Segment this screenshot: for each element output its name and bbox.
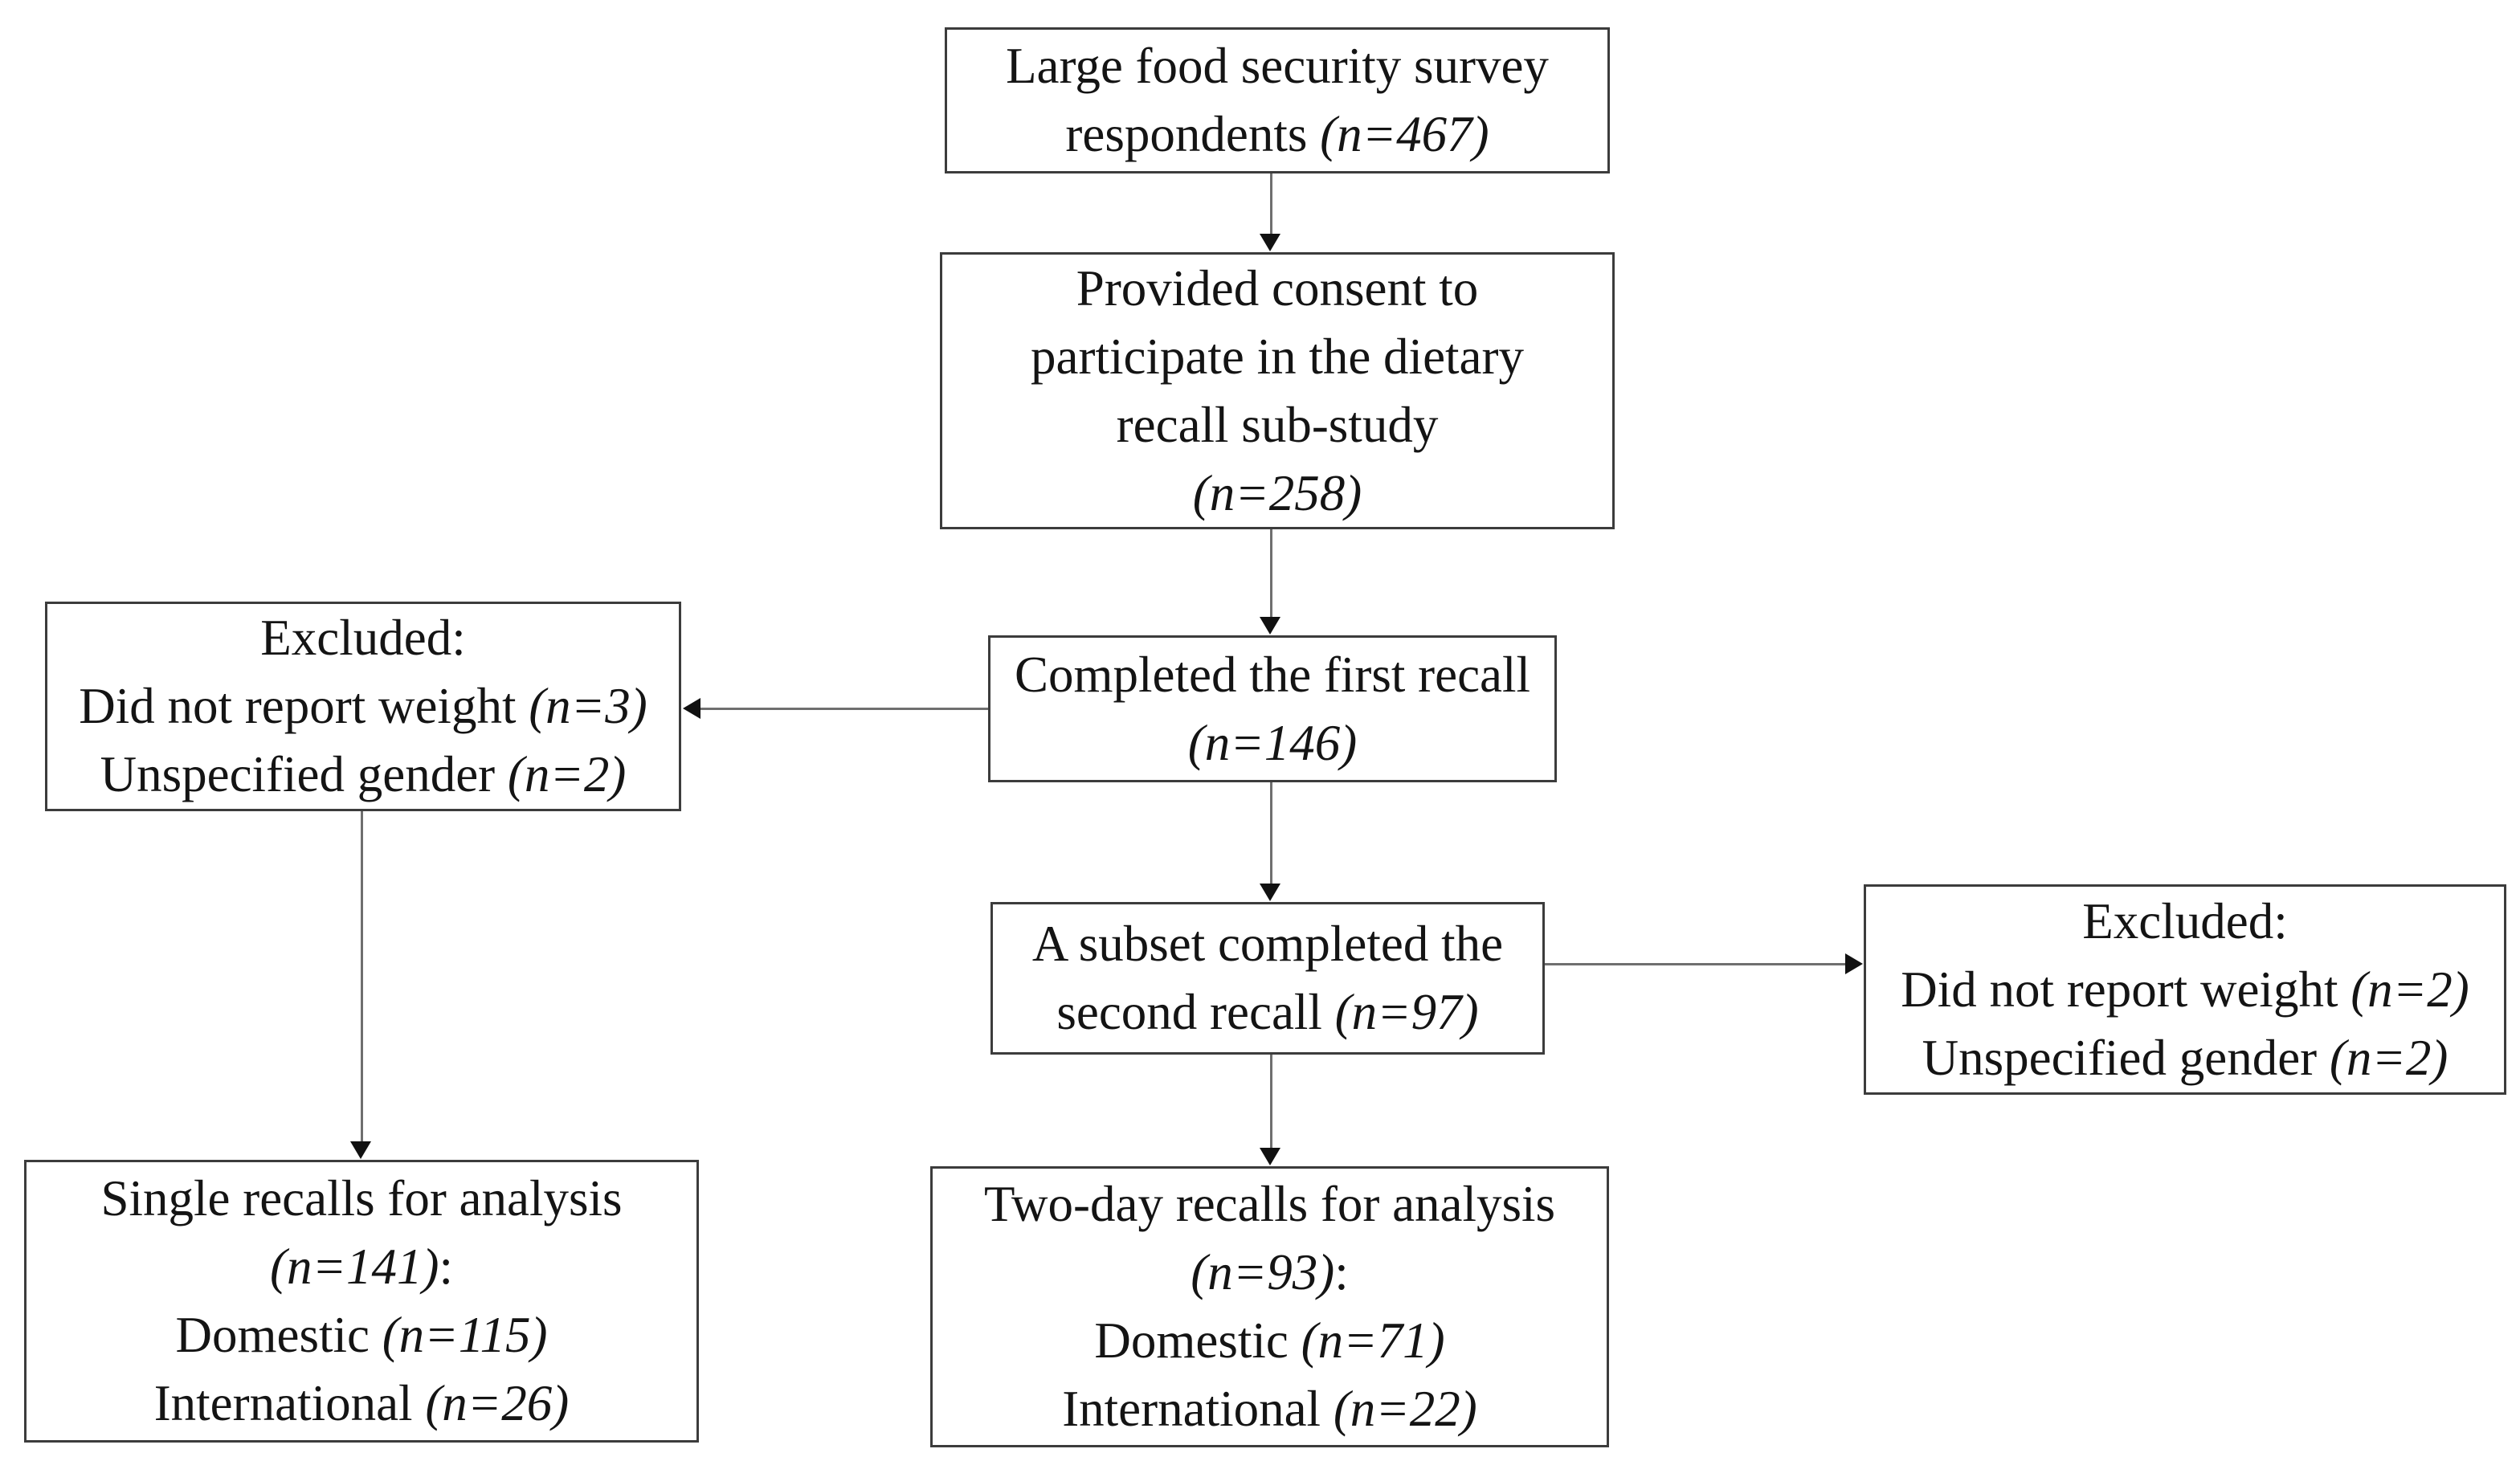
- label-text: A subset completed the: [1031, 916, 1504, 972]
- connector-first-recall-to-excluded: [699, 708, 988, 710]
- arrowhead-down: [1260, 884, 1280, 901]
- label-text: International: [1062, 1381, 1334, 1437]
- label-text: second recall: [1056, 984, 1335, 1040]
- count-value: (n=141): [270, 1239, 439, 1295]
- count-value: (n=97): [1334, 984, 1479, 1040]
- node-survey-respondents: Large food security survey respondents (n…: [945, 27, 1610, 173]
- text-line: Excluded:: [2082, 888, 2287, 956]
- text-line: second recall (n=97): [1056, 978, 1478, 1047]
- node-excluded-first-recall: Excluded:Did not report weight (n=3)Unsp…: [45, 602, 681, 811]
- label-text: Provided consent to: [1076, 259, 1479, 316]
- connector-survey-to-consent: [1270, 173, 1272, 236]
- label-text: International: [153, 1375, 426, 1431]
- node-two-day-recalls-analysis: Two-day recalls for analysis(n=93):Domes…: [930, 1166, 1609, 1447]
- arrowhead-down: [1260, 617, 1280, 635]
- label-text: Completed the first recall: [1014, 646, 1531, 703]
- text-line: (n=141):: [270, 1233, 453, 1301]
- text-line: International (n=22): [1062, 1375, 1477, 1443]
- text-line: (n=93):: [1191, 1239, 1349, 1307]
- count-value: (n=3): [529, 678, 647, 734]
- count-value: (n=71): [1301, 1312, 1445, 1369]
- label-text: :: [1334, 1244, 1349, 1300]
- label-text: Unspecified gender: [1922, 1029, 2330, 1086]
- connector-consent-to-first-recall: [1270, 529, 1272, 618]
- label-text: Excluded:: [260, 610, 466, 666]
- count-value: (n=2): [507, 746, 627, 802]
- text-line: respondents (n=467): [1065, 100, 1489, 169]
- connector-first-recall-to-second-recall: [1270, 782, 1272, 884]
- arrowhead-down: [1260, 1148, 1280, 1165]
- count-value: (n=22): [1333, 1381, 1477, 1437]
- node-first-recall: Completed the first recall (n=146): [988, 635, 1557, 782]
- text-line: participate in the dietary: [1031, 323, 1524, 391]
- count-value: (n=26): [425, 1375, 570, 1431]
- connector-second-recall-to-excluded: [1545, 963, 1846, 965]
- arrowhead-down: [350, 1141, 371, 1159]
- arrowhead-left: [683, 698, 700, 719]
- label-text: respondents: [1065, 106, 1321, 162]
- node-excluded-second-recall: Excluded:Did not report weight (n=2)Unsp…: [1864, 884, 2506, 1095]
- label-text: Domestic: [175, 1307, 382, 1363]
- label-text: Domestic: [1094, 1312, 1301, 1369]
- text-line: (n=146): [1188, 709, 1357, 777]
- label-text: Single recalls for analysis: [100, 1170, 623, 1226]
- label-text: :: [439, 1239, 453, 1295]
- count-value: (n=115): [382, 1307, 548, 1363]
- text-line: Unspecified gender (n=2): [1922, 1024, 2449, 1092]
- text-line: Two-day recalls for analysis: [984, 1170, 1555, 1239]
- text-line: Did not report weight (n=3): [79, 672, 647, 741]
- text-line: Excluded:: [260, 604, 465, 672]
- text-line: (n=258): [1193, 459, 1362, 528]
- text-line: International (n=26): [154, 1369, 570, 1438]
- text-line: Single recalls for analysis: [100, 1165, 622, 1233]
- label-text: participate in the dietary: [1031, 328, 1524, 385]
- text-line: Domestic (n=71): [1094, 1307, 1444, 1375]
- label-text: Unspecified gender: [100, 746, 508, 802]
- text-line: Provided consent to: [1076, 255, 1478, 323]
- text-line: Domestic (n=115): [176, 1301, 548, 1369]
- node-consent: Provided consent to participate in the di…: [940, 252, 1615, 529]
- count-value: (n=146): [1187, 714, 1358, 771]
- text-line: Did not report weight (n=2): [1901, 956, 2469, 1024]
- count-value: (n=93): [1191, 1244, 1335, 1300]
- label-text: Excluded:: [2082, 892, 2288, 949]
- count-value: (n=2): [2351, 961, 2469, 1018]
- node-second-recall: A subset completed the second recall (n=9…: [990, 902, 1545, 1055]
- label-text: Did not report weight: [79, 678, 529, 734]
- label-text: recall sub-study: [1116, 396, 1439, 453]
- text-line: Large food security survey: [1006, 32, 1549, 100]
- arrowhead-right: [1845, 953, 1863, 974]
- text-line: A subset completed the: [1032, 910, 1503, 978]
- count-value: (n=467): [1320, 106, 1489, 162]
- count-value: (n=258): [1192, 464, 1362, 521]
- label-text: Did not report weight: [1901, 961, 2351, 1018]
- label-text: Large food security survey: [1006, 38, 1549, 94]
- connector-second-recall-to-two-day-recalls: [1270, 1055, 1272, 1149]
- arrowhead-down: [1260, 234, 1280, 251]
- connector-excluded-to-single-recalls: [361, 811, 363, 1142]
- text-line: Unspecified gender (n=2): [100, 741, 627, 809]
- node-single-recalls-analysis: Single recalls for analysis(n=141):Domes…: [24, 1160, 699, 1443]
- text-line: Completed the first recall: [1015, 641, 1530, 709]
- text-line: recall sub-study: [1117, 391, 1439, 459]
- label-text: Two-day recalls for analysis: [983, 1176, 1556, 1232]
- count-value: (n=2): [2329, 1029, 2449, 1086]
